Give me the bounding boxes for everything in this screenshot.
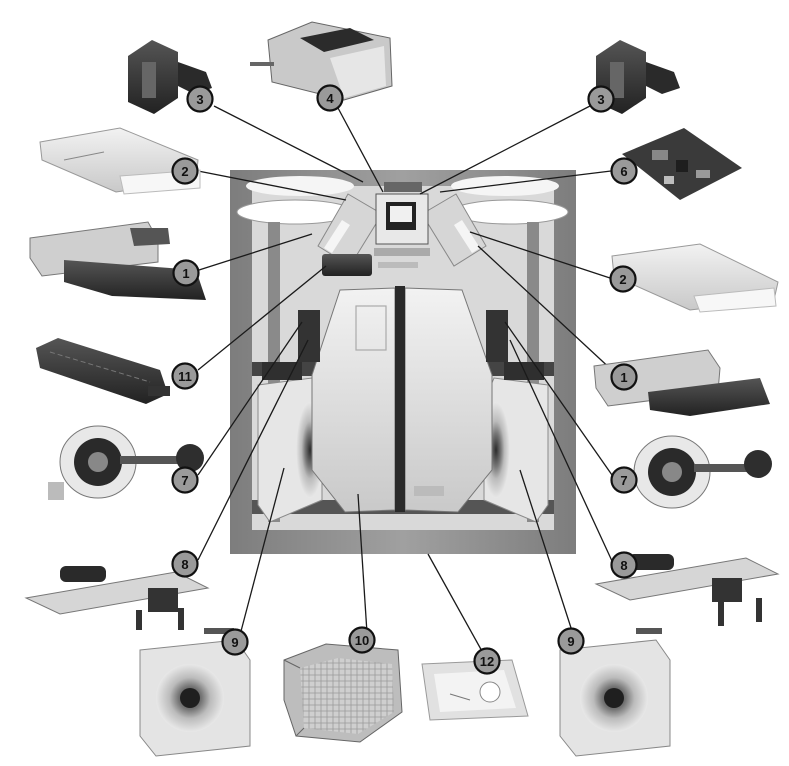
callout-label: 1: [620, 370, 627, 385]
leader-7-right: [504, 321, 613, 476]
callout-label: 2: [619, 272, 626, 287]
callout-label: 7: [181, 473, 188, 488]
leader-1-right: [477, 245, 615, 373]
callout-8-right: 8: [610, 551, 638, 579]
callout-1-right: 1: [610, 363, 638, 391]
leader-2-right: [469, 231, 611, 279]
callout-label: 11: [178, 369, 192, 384]
callout-8-left: 8: [171, 550, 199, 578]
leader-6: [439, 170, 612, 193]
heat-exchanger-icon: [283, 643, 403, 743]
circuit-board-icon: [622, 128, 742, 200]
sensor-board-icon: [24, 566, 210, 630]
filter-housing-icon: [29, 221, 206, 300]
pressure-sensor-icon: [48, 425, 204, 500]
filter-cartridge-icon: [611, 243, 779, 313]
callout-6: 6: [610, 157, 638, 185]
callout-12: 12: [473, 647, 501, 675]
callout-label: 3: [196, 92, 203, 107]
duct-opening-left-rear: [246, 176, 354, 196]
control-box-icon: [250, 21, 393, 101]
leader-4: [337, 107, 384, 193]
leader-8-right: [509, 339, 613, 562]
sensor-board-icon: [594, 554, 780, 626]
leader-lines: [197, 105, 615, 654]
callout-label: 4: [326, 91, 334, 106]
callout-label: 10: [355, 633, 369, 648]
callout-label: 7: [620, 473, 627, 488]
callout-7-left: 7: [171, 466, 199, 494]
filter-cartridge-icon: [39, 127, 201, 195]
callout-label: 12: [480, 654, 494, 669]
callout-label: 3: [597, 92, 604, 107]
leader-3-left: [213, 105, 364, 183]
leader-2-left: [197, 170, 347, 201]
callout-9-left: 9: [221, 628, 249, 656]
callout-9-right: 9: [557, 627, 585, 655]
leader-10: [357, 493, 368, 634]
callout-2-right: 2: [609, 265, 637, 293]
drain-channel-icon: [36, 338, 170, 404]
callout-4: 4: [316, 84, 344, 112]
ventilation-unit-assembly: [230, 170, 576, 554]
leader-1-left: [198, 233, 313, 271]
callout-7-right: 7: [610, 466, 638, 494]
callout-10: 10: [348, 626, 376, 654]
leader-3-right: [419, 105, 591, 195]
fan-blower-icon: [559, 628, 671, 757]
callout-label: 8: [620, 558, 627, 573]
air-valve-connector-icon: [128, 40, 212, 114]
leader-11: [197, 265, 327, 371]
control-box-installed: [374, 182, 430, 256]
callout-label: 9: [567, 634, 574, 649]
leader-9-left: [239, 467, 285, 636]
pressure-sensor-icon: [633, 435, 772, 509]
callout-label: 6: [620, 164, 627, 179]
spare-parts-bag-icon: [421, 659, 529, 721]
callout-label: 9: [231, 635, 238, 650]
callout-11: 11: [171, 362, 199, 390]
callout-label: 8: [181, 557, 188, 572]
callout-2-left: 2: [171, 157, 199, 185]
callout-1-left: 1: [172, 259, 200, 287]
leader-12: [427, 553, 484, 654]
bracket-right: [486, 310, 508, 362]
callout-3-left: 3: [186, 85, 214, 113]
leader-9-right: [519, 469, 574, 635]
leader-8-left: [197, 339, 309, 561]
drain-channel-installed: [322, 254, 418, 276]
callout-3-right: 3: [587, 85, 615, 113]
callout-label: 2: [181, 164, 188, 179]
callout-label: 1: [182, 266, 189, 281]
callout-markers: 3 4 3 2 6 1 2 11: [171, 84, 638, 675]
leader-7-left: [197, 321, 303, 476]
heat-exchanger-installed: [311, 286, 493, 513]
